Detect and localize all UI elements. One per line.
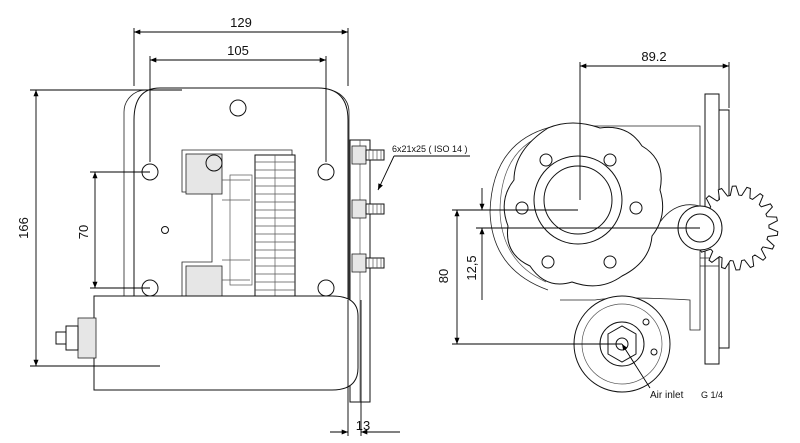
air-inlet-leader (621, 343, 651, 389)
stud-lower (351, 253, 385, 273)
dim-12-5 (476, 188, 700, 300)
dim-166-label: 166 (16, 217, 31, 239)
right-bore-inner (543, 165, 613, 235)
dim-105-label: 105 (227, 43, 249, 58)
plate-hole-upper-right (317, 163, 335, 181)
dim-12-5-label: 12,5 (464, 255, 479, 280)
left-view: 129 105 166 70 13 (16, 15, 470, 436)
dim-105 (149, 56, 327, 162)
dim-89-2-label: 89.2 (641, 49, 666, 64)
right-star-flange (503, 122, 664, 287)
plate-hole-top (229, 99, 247, 117)
stud-middle (351, 199, 385, 219)
left-air-fitting (77, 317, 97, 359)
right-bore-outer (533, 155, 623, 245)
dim-129 (133, 28, 349, 86)
air-inlet-thread-label: G 1/4 (701, 390, 723, 400)
air-inlet-hex (607, 325, 637, 363)
dim-166 (30, 89, 182, 367)
shaft-upper-bore (205, 154, 223, 172)
dim-89-2 (579, 62, 730, 200)
right-housing-arc (489, 125, 556, 291)
right-view: 89.2 80 12,5 Air inlet G 1/4 (436, 49, 779, 401)
air-inlet-label: Air inlet (650, 390, 684, 401)
shaft-housing (229, 174, 253, 286)
thread-spec-leader (377, 155, 470, 191)
dim-129-label: 129 (230, 15, 252, 30)
dim-70 (90, 171, 150, 289)
thread-spec-label: 6x21x25 ( ISO 14 ) (392, 144, 468, 154)
dim-80-label: 80 (436, 269, 451, 283)
dim-80 (452, 209, 622, 345)
dim-70-label: 70 (76, 225, 91, 239)
right-bracket (555, 125, 701, 331)
plate-small-hole (161, 226, 169, 234)
left-gear (254, 154, 296, 306)
left-air-cylinder (93, 295, 359, 391)
shaft-upper-block (185, 153, 223, 195)
dim-13-label: 13 (356, 418, 370, 433)
dim-13 (330, 300, 400, 436)
stud-upper (351, 145, 385, 165)
